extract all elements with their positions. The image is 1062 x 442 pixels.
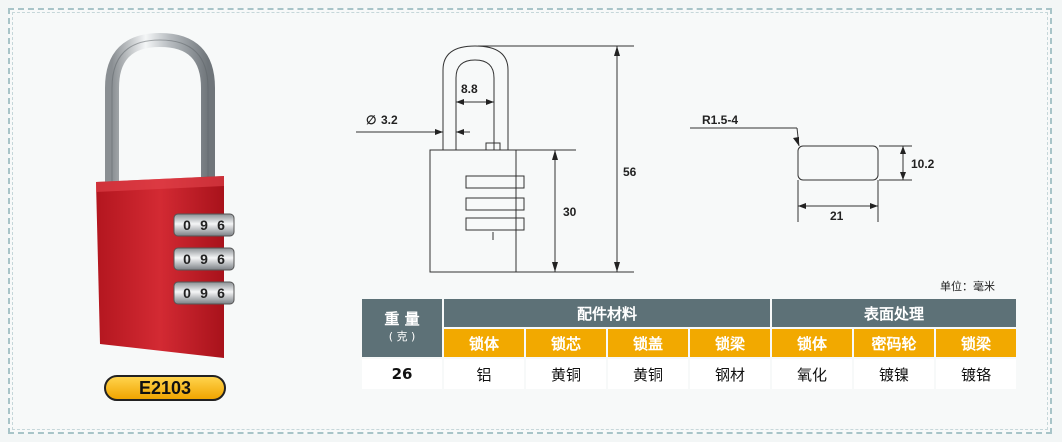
- dial-3-digit-1: 0: [183, 285, 191, 301]
- weight-header: 重 量 ( 克 ): [362, 299, 442, 357]
- dial-2-digit-1: 0: [183, 251, 191, 267]
- page-frame-inner: [12, 12, 1048, 430]
- dim-body-height: 30: [563, 205, 577, 219]
- dial-3-digit-2: 9: [200, 285, 208, 301]
- lock-dials: 0 9 6 0 9 6 0 9 6: [173, 213, 235, 305]
- item-surface-body: 锁体: [772, 329, 852, 357]
- dim-shackle-inner-width: 8.8: [461, 82, 478, 96]
- surface-treatment-header: 表面处理: [772, 299, 1016, 327]
- lock-photo: 0 9 6 0 9 6 0 9 6: [96, 32, 235, 358]
- model-badge: E2103: [104, 375, 226, 401]
- material-lock-body: 铝: [444, 359, 524, 389]
- weight-header-label: 重 量: [384, 310, 420, 328]
- dim-body-width: 21: [830, 209, 844, 223]
- dial-1-digit-2: 9: [200, 217, 208, 233]
- item-lock-body: 锁体: [444, 329, 524, 357]
- dimension-arrows: [435, 46, 620, 272]
- dial-1-digit-3: 6: [217, 217, 225, 233]
- dim-shackle-diameter: 3.2: [381, 113, 398, 127]
- diameter-symbol: ∅: [366, 113, 376, 127]
- dial-1-digit-1: 0: [183, 217, 191, 233]
- dim-total-height: 56: [623, 165, 637, 179]
- surface-shackle: 镀铬: [936, 359, 1016, 389]
- dial-2-digit-3: 6: [217, 251, 225, 267]
- dial-2-digit-2: 9: [200, 251, 208, 267]
- side-view-drawing: [690, 127, 912, 222]
- parts-material-header: 配件材料: [444, 299, 770, 327]
- item-surface-shackle: 锁梁: [936, 329, 1016, 357]
- surface-lock-body: 氧化: [772, 359, 852, 389]
- weight-value: 26: [362, 359, 442, 389]
- dim-body-thickness: 10.2: [911, 157, 935, 171]
- dim-corner-radius: R1.5-4: [702, 113, 738, 127]
- dial-3-digit-3: 6: [217, 285, 225, 301]
- item-surface-dial: 密码轮: [854, 329, 934, 357]
- material-lock-cover: 黄铜: [608, 359, 688, 389]
- material-lock-core: 黄铜: [526, 359, 606, 389]
- lock-shackle: [105, 32, 215, 190]
- item-lock-shackle: 锁梁: [690, 329, 770, 357]
- item-lock-cover: 锁盖: [608, 329, 688, 357]
- item-lock-core: 锁芯: [526, 329, 606, 357]
- material-lock-shackle: 钢材: [690, 359, 770, 389]
- weight-header-unit: ( 克 ): [388, 330, 416, 343]
- spec-table: 重 量 ( 克 ) 配件材料 表面处理 锁体 锁芯 锁盖 锁梁 锁体 密码轮 锁…: [360, 297, 1018, 391]
- unit-note: 单位：毫米: [940, 280, 995, 293]
- surface-dial: 镀镍: [854, 359, 934, 389]
- front-view-drawing: [356, 45, 634, 273]
